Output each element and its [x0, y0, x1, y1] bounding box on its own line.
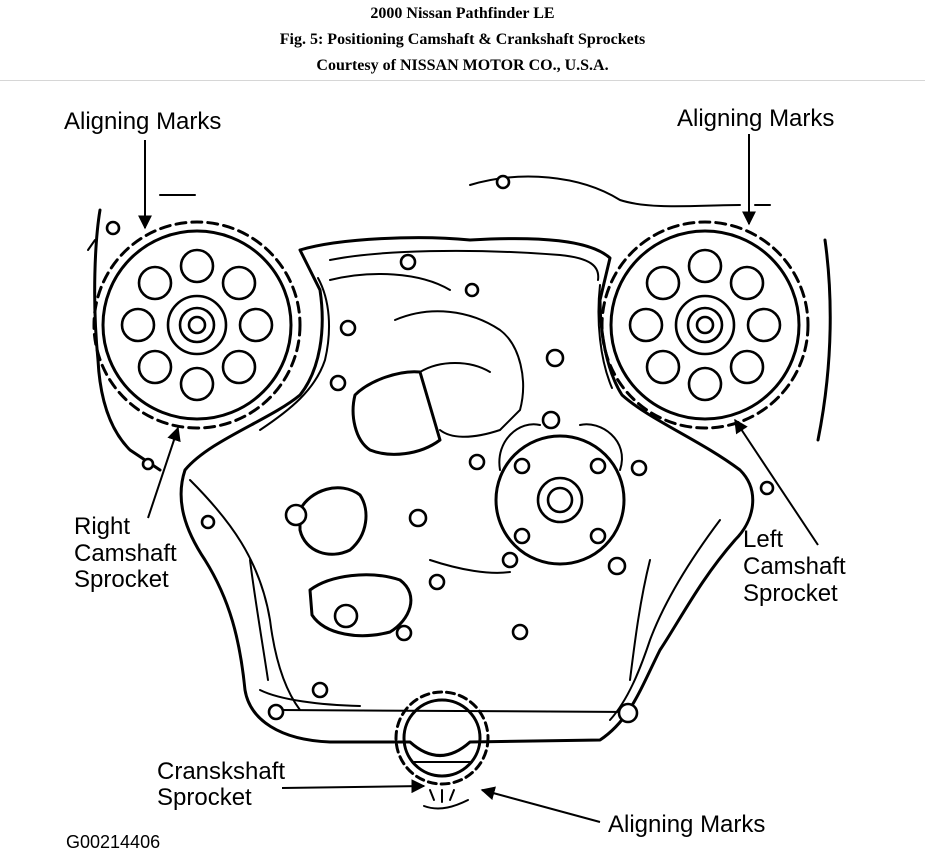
figure-caption: Fig. 5: Positioning Camshaft & Crankshaf…	[279, 31, 646, 48]
figure-header: 2000 Nissan Pathfinder LE Fig. 5: Positi…	[0, 0, 925, 81]
label-right-camshaft-2: Camshaft	[74, 540, 177, 567]
label-right-camshaft-1: Right	[74, 513, 130, 540]
label-crankshaft-1: Cranskshaft	[157, 758, 285, 785]
courtesy-line: Courtesy of NISSAN MOTOR CO., U.S.A.	[316, 57, 609, 74]
crankshaft-sprocket	[394, 690, 490, 810]
water-pump-pulley	[513, 457, 607, 545]
label-left-camshaft-1: Left	[743, 526, 783, 553]
label-crankshaft-2: Sprocket	[157, 784, 252, 811]
label-left-camshaft-3: Sprocket	[743, 580, 838, 607]
figure-code: G00214406	[66, 832, 160, 849]
left-camshaft-sprocket	[600, 220, 810, 430]
label-aligning-marks-bottom: Aligning Marks	[608, 811, 765, 838]
leader-lines	[138, 134, 819, 823]
label-aligning-marks-left: Aligning Marks	[64, 108, 221, 135]
mounting-holes	[105, 174, 775, 724]
label-right-camshaft-3: Sprocket	[74, 566, 169, 593]
document-title: 2000 Nissan Pathfinder LE	[370, 5, 555, 22]
label-left-camshaft-2: Camshaft	[743, 553, 846, 580]
right-camshaft-sprocket	[92, 220, 302, 430]
timing-cover-outline	[87, 175, 832, 757]
label-aligning-marks-right: Aligning Marks	[677, 105, 834, 132]
